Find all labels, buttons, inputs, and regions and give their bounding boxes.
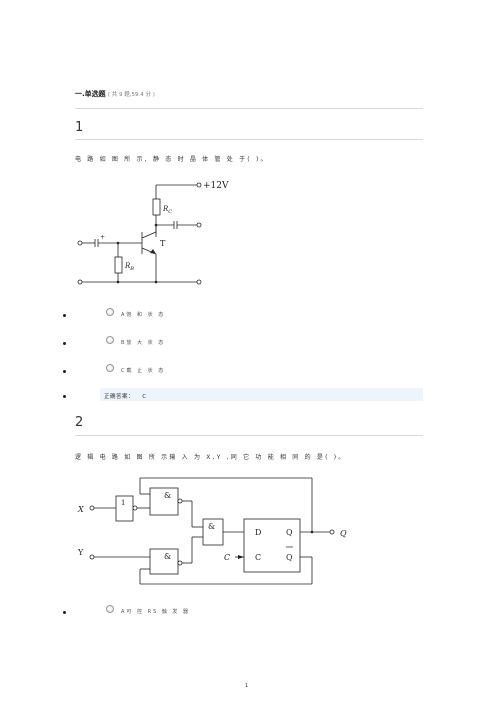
list-bullet <box>63 314 66 317</box>
correct-answer: 正确答案： C <box>104 392 147 400</box>
section-title: 一.单选题 ( 共 9 题,59.4 分 ) <box>75 89 155 99</box>
question-text: 电 路 如 图 所 示, 静 态 时 晶 体 管 处 于( )。 <box>75 156 269 163</box>
output-label: Q <box>340 529 347 538</box>
question-number: 1 <box>75 120 84 135</box>
y-input-label: Y <box>77 548 84 557</box>
logic-circuit-diagram: X Y 1 & & & D C Q Q C Q <box>77 477 347 585</box>
and-gate-top-label: & <box>164 491 171 500</box>
c-pin-label: C <box>255 553 261 562</box>
list-bullet <box>63 395 66 398</box>
answer-label: 正确答案： <box>104 394 135 400</box>
list-bullet <box>63 611 66 614</box>
not-gate-label: 1 <box>121 499 125 507</box>
clock-input-label: C <box>224 553 230 562</box>
page-number: 1 <box>245 683 249 689</box>
supply-label: +12V <box>203 181 229 191</box>
option-a-radio[interactable] <box>106 308 114 316</box>
answer-box <box>100 388 423 401</box>
rb-label: RB <box>124 262 134 272</box>
option-b-label[interactable]: B放 大 状 态 <box>121 340 166 346</box>
question-number: 2 <box>75 415 84 430</box>
rc-label: RC <box>162 205 172 215</box>
d-pin-label: D <box>255 528 261 537</box>
cap-polarity-label: + <box>100 234 105 241</box>
and-gate-bottom-label: & <box>164 552 171 561</box>
section-heading: 一.单选题 <box>75 90 106 98</box>
transistor-circuit-diagram: +12V RC T RB + <box>77 181 229 285</box>
qbar-pin-label: Q <box>286 553 293 562</box>
transistor-label: T <box>160 239 166 248</box>
x-input-label: X <box>77 505 84 514</box>
question-text: 逻 辑 电 路 如 图 所 示输 入 为 X,Y ,同 它 功 能 相 同 的 … <box>75 454 347 461</box>
option-b-radio[interactable] <box>106 336 114 344</box>
answer-value: C <box>142 394 147 400</box>
divider <box>75 139 423 140</box>
list-bullet <box>63 342 66 345</box>
and-gate-middle-label: & <box>208 522 215 531</box>
option-a-radio[interactable] <box>106 605 114 613</box>
option-c-radio[interactable] <box>106 364 114 372</box>
option-a-label[interactable]: A可 控 RS 触 发 器 <box>121 609 191 615</box>
divider <box>75 435 423 436</box>
q-pin-label: Q <box>286 528 293 537</box>
option-a-label[interactable]: A饱 和 状 态 <box>121 312 166 318</box>
list-bullet <box>63 370 66 373</box>
divider <box>75 108 423 109</box>
option-c-label[interactable]: C截 止 状 态 <box>121 368 166 374</box>
section-meta: ( 共 9 题,59.4 分 ) <box>107 92 155 98</box>
